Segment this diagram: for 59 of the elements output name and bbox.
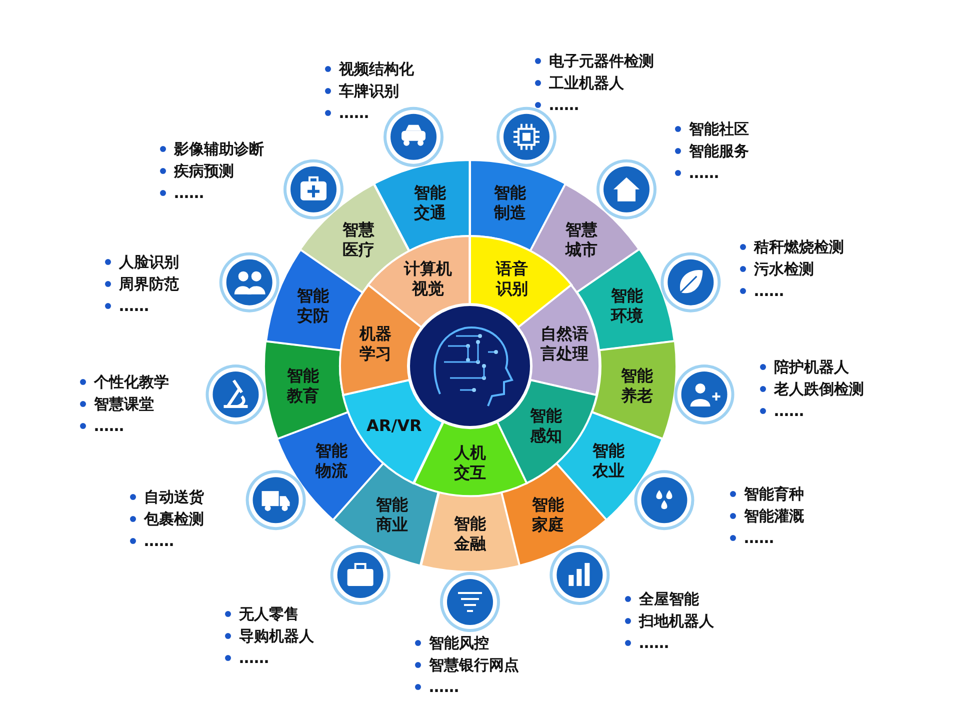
bullet-item: …… bbox=[94, 416, 124, 437]
segment-label: 智慧城市 bbox=[564, 220, 598, 260]
segment-label: 智能制造 bbox=[493, 182, 527, 223]
segment-label: 智能环境 bbox=[610, 286, 644, 326]
bullet-item: 秸秆燃烧检测 bbox=[754, 237, 844, 258]
bullet-item: 个性化教学 bbox=[94, 372, 169, 393]
bullet-item: 陪护机器人 bbox=[774, 357, 849, 378]
bullet-item: …… bbox=[429, 677, 459, 698]
bullet-item: 无人零售 bbox=[239, 604, 299, 625]
bullet-item: 污水检测 bbox=[754, 259, 814, 280]
bullet-item: 智能育种 bbox=[744, 484, 804, 505]
bullet-item: 智能社区 bbox=[689, 119, 749, 140]
segment-label: 机器学习 bbox=[358, 324, 392, 364]
bullet-item: 导购机器人 bbox=[239, 626, 314, 647]
bullet-item: 包裹检测 bbox=[144, 509, 204, 530]
bullet-item: 智能灌溉 bbox=[744, 506, 804, 527]
bullet-item: …… bbox=[744, 528, 774, 549]
segment-label: 智能物流 bbox=[314, 441, 349, 482]
segment-label: 智能教育 bbox=[286, 366, 320, 406]
bullet-item: 电子元器件检测 bbox=[549, 51, 654, 72]
segment-label: 人机交互 bbox=[453, 442, 487, 483]
bullet-item: …… bbox=[174, 183, 204, 204]
bullet-item: …… bbox=[549, 95, 579, 116]
bullet-item: 智慧课堂 bbox=[94, 394, 154, 415]
bullet-item: 视频结构化 bbox=[339, 59, 414, 80]
bullet-item: 周界防范 bbox=[119, 274, 179, 295]
bullet-item: 智慧银行网点 bbox=[429, 655, 519, 676]
bullet-item: …… bbox=[639, 633, 669, 654]
segment-label: 智能交通 bbox=[412, 182, 447, 223]
bullet-item: 老人跌倒检测 bbox=[774, 379, 864, 400]
bullet-item: 工业机器人 bbox=[549, 73, 624, 94]
segment-label: 智能家庭 bbox=[531, 494, 565, 535]
segment-label: 智能商业 bbox=[375, 494, 409, 535]
segment-label: 智能农业 bbox=[591, 441, 626, 482]
bullet-item: …… bbox=[239, 648, 269, 669]
bullet-item: 全屋智能 bbox=[639, 589, 699, 610]
segment-label: AR/VR bbox=[366, 416, 423, 436]
segment-label: 计算机视觉 bbox=[402, 258, 453, 299]
bullet-item: 智能服务 bbox=[689, 141, 749, 162]
bullet-item: …… bbox=[774, 401, 804, 422]
bullet-item: 扫地机器人 bbox=[639, 611, 714, 632]
segment-label: 语音识别 bbox=[495, 258, 529, 299]
bullet-item: 自动送货 bbox=[144, 487, 204, 508]
bullet-item: …… bbox=[754, 281, 784, 302]
segment-label: 智能安防 bbox=[296, 286, 330, 326]
segment-label: 智能金融 bbox=[453, 514, 487, 554]
bullet-item: 智能风控 bbox=[429, 633, 489, 654]
segment-label: 智能感知 bbox=[529, 406, 563, 446]
bullet-item: 车牌识别 bbox=[339, 81, 399, 102]
bullet-item: …… bbox=[119, 296, 149, 317]
bullet-item: 人脸识别 bbox=[119, 252, 179, 273]
segment-label: 智能养老 bbox=[620, 366, 654, 406]
segment-label: 自然语言处理 bbox=[540, 324, 590, 364]
bullet-item: 疾病预测 bbox=[174, 161, 234, 182]
segment-label: 智慧医疗 bbox=[342, 220, 376, 260]
bullet-item: …… bbox=[689, 163, 719, 184]
bullet-item: …… bbox=[339, 103, 369, 124]
bullet-item: …… bbox=[144, 531, 174, 552]
bullet-item: 影像辅助诊断 bbox=[174, 139, 264, 160]
